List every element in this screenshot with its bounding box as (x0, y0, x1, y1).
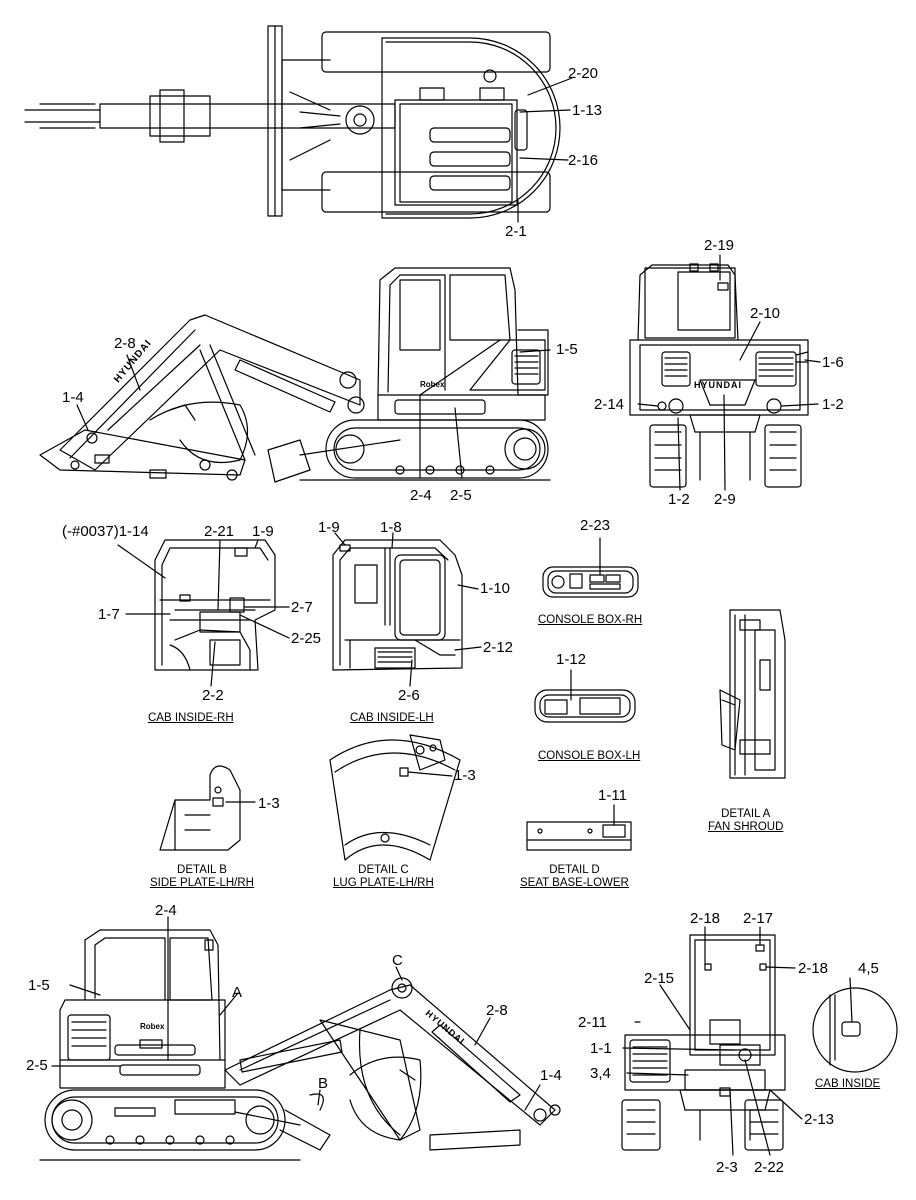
cab-inside-rh-drawing (117, 539, 290, 687)
caption-detail-c: DETAIL C LUG PLATE-LH/RH (333, 864, 434, 889)
rear-view-bottom (621, 926, 898, 1156)
label-1-13: 1-13 (572, 102, 603, 119)
label-2-21: 2-21 (204, 523, 235, 540)
label-2-9: 2-9 (714, 491, 736, 508)
label-2-11: 2-11 (578, 1014, 607, 1031)
label-2-23: 2-23 (580, 517, 611, 534)
label-1-3-detail-c: 1-3 (454, 767, 476, 784)
label-2-13: 2-13 (804, 1111, 835, 1128)
rear-view (629, 254, 821, 491)
label-1-14: (-#0037)1-14 (62, 523, 149, 540)
label-2-18-left: 2-18 (690, 910, 721, 927)
label-4-5: 4,5 (858, 960, 879, 977)
label-2-14: 2-14 (594, 396, 625, 413)
top-view (24, 25, 573, 223)
label-1-4-upper: 1-4 (62, 389, 84, 406)
label-B: B (318, 1075, 329, 1092)
label-2-25: 2-25 (291, 630, 322, 647)
label-1-9-rh: 1-9 (252, 523, 274, 540)
label-2-10: 2-10 (750, 305, 781, 322)
side-view-left (39, 916, 561, 1161)
cab-inside-lh-drawing (332, 532, 482, 687)
detail-d-drawing (526, 804, 632, 851)
caption-console-box-rh: CONSOLE BOX-RH (538, 614, 643, 626)
console-box-drawings (534, 537, 639, 723)
caption-detail-a: DETAIL A FAN SHROUD (708, 808, 784, 833)
label-2-20: 2-20 (568, 65, 599, 82)
label-1-9-lh: 1-9 (318, 519, 340, 536)
label-1-2-bottom: 1-2 (668, 491, 690, 508)
label-1-10: 1-10 (480, 580, 511, 597)
caption-cab-inside: CAB INSIDE (815, 1078, 881, 1090)
label-2-1: 2-1 (505, 223, 527, 240)
label-2-19: 2-19 (704, 237, 735, 254)
label-2-8-lower: 2-8 (486, 1002, 508, 1019)
label-2-4-lower: 2-4 (155, 902, 177, 919)
label-2-6: 2-6 (398, 687, 420, 704)
caption-detail-d: DETAIL D SEAT BASE-LOWER (520, 864, 629, 889)
caption-cab-inside-rh: CAB INSIDE-RH (148, 712, 234, 724)
label-2-17: 2-17 (743, 910, 774, 927)
label-1-8: 1-8 (380, 519, 402, 536)
label-2-15: 2-15 (644, 970, 675, 987)
label-1-2-rear: 1-2 (822, 396, 844, 413)
label-1-1: 1-1 (590, 1040, 612, 1057)
label-2-16: 2-16 (568, 152, 599, 169)
label-2-2: 2-2 (202, 687, 224, 704)
label-1-5-upper: 1-5 (556, 341, 578, 358)
label-2-5-lower: 2-5 (26, 1057, 48, 1074)
label-3-4: 3,4 (590, 1065, 611, 1082)
label-2-4-upper: 2-4 (410, 487, 432, 504)
label-2-12: 2-12 (483, 639, 514, 656)
label-1-5-lower: 1-5 (28, 977, 50, 994)
label-1-3-detail-b: 1-3 (258, 795, 280, 812)
caption-console-box-lh: CONSOLE BOX-LH (538, 750, 641, 762)
caption-cab-inside-lh: CAB INSIDE-LH (350, 712, 434, 724)
label-1-7: 1-7 (98, 606, 120, 623)
caption-detail-b: DETAIL B SIDE PLATE-LH/RH (150, 864, 254, 889)
detail-b-drawing (159, 765, 256, 851)
label-1-12: 1-12 (556, 651, 587, 668)
rear-brand-decal: HYUNDAI (694, 380, 743, 390)
label-2-3: 2-3 (716, 1159, 738, 1176)
label-2-22: 2-22 (754, 1159, 785, 1176)
detail-a-drawing (719, 609, 786, 779)
label-2-5-upper: 2-5 (450, 487, 472, 504)
detail-c-drawing (329, 734, 461, 861)
label-C: C (392, 952, 403, 969)
label-2-7: 2-7 (291, 599, 313, 616)
model-plate-decal: Robex (420, 380, 445, 389)
side-view-right (39, 267, 551, 483)
label-A: A (232, 984, 243, 1001)
label-1-6: 1-6 (822, 354, 844, 371)
label-1-11: 1-11 (598, 787, 627, 804)
model-plate-decal-lower: Robex (140, 1022, 165, 1031)
label-2-18-right: 2-18 (798, 960, 829, 977)
label-2-8-upper: 2-8 (114, 335, 136, 352)
label-1-4-lower: 1-4 (540, 1067, 562, 1084)
